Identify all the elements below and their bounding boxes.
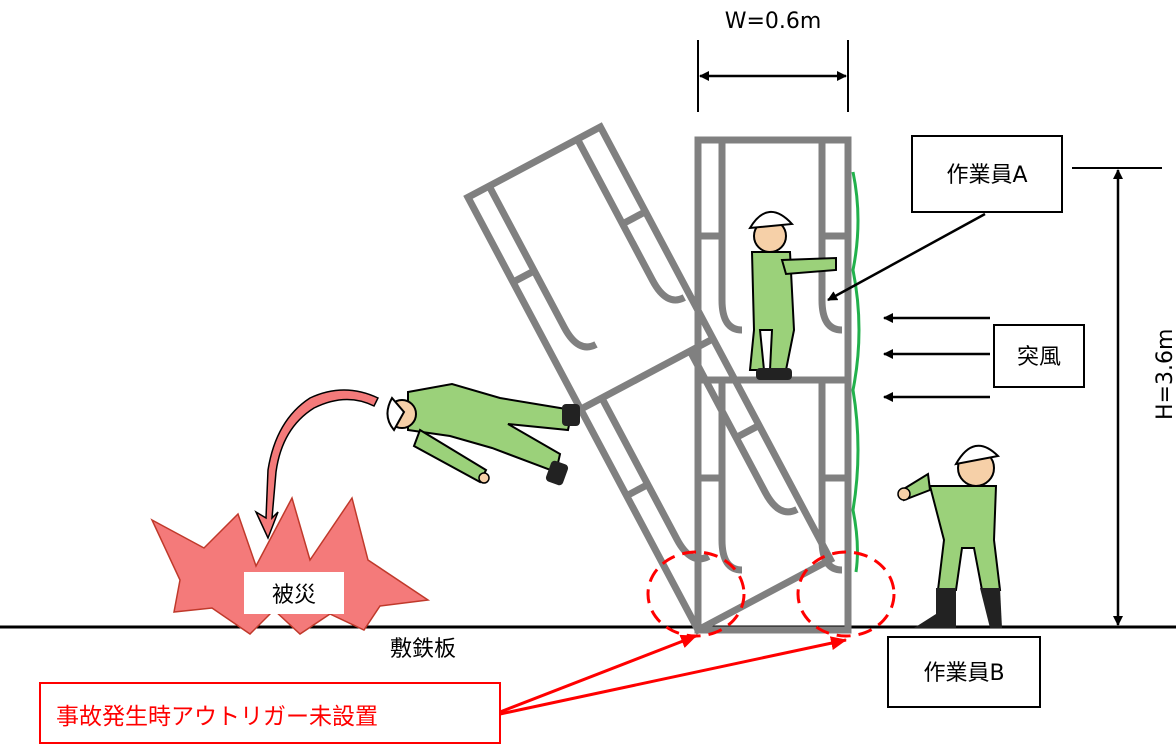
- worker-a-figure: [748, 211, 837, 380]
- worker-a-leader: [827, 212, 986, 302]
- worker-a-box: [911, 135, 1063, 213]
- gust-label: 突風: [1017, 345, 1061, 370]
- falling-worker-figure: [386, 382, 580, 486]
- wind-arrow-icon: [883, 313, 990, 402]
- cause-arrow-left: [499, 634, 697, 714]
- injury-box: [244, 572, 344, 614]
- cause-arrow-right: [499, 636, 847, 716]
- worker-b-label: 作業員B: [923, 661, 1004, 686]
- curved-arrow-icon: [254, 389, 380, 540]
- injury-label: 被災: [272, 583, 316, 608]
- tilting-scaffold: [463, 122, 836, 635]
- burst-icon: [150, 496, 431, 635]
- width-dimension-label: W=0.6m: [725, 9, 822, 34]
- worker-a-label: 作業員A: [946, 163, 1027, 188]
- worker-b-box: [887, 636, 1041, 708]
- worker-b-figure: [897, 444, 1002, 628]
- cause-box: [39, 682, 501, 744]
- missing-outrigger-marker-right: [796, 550, 896, 638]
- gust-box: [993, 324, 1085, 388]
- ground-plate-label: 敷鉄板: [390, 637, 456, 662]
- cause-label: 事故発生時アウトリガー未設置: [56, 704, 378, 730]
- green-sheet: [851, 171, 861, 573]
- height-dimension-label: H=3.6m: [1153, 329, 1176, 420]
